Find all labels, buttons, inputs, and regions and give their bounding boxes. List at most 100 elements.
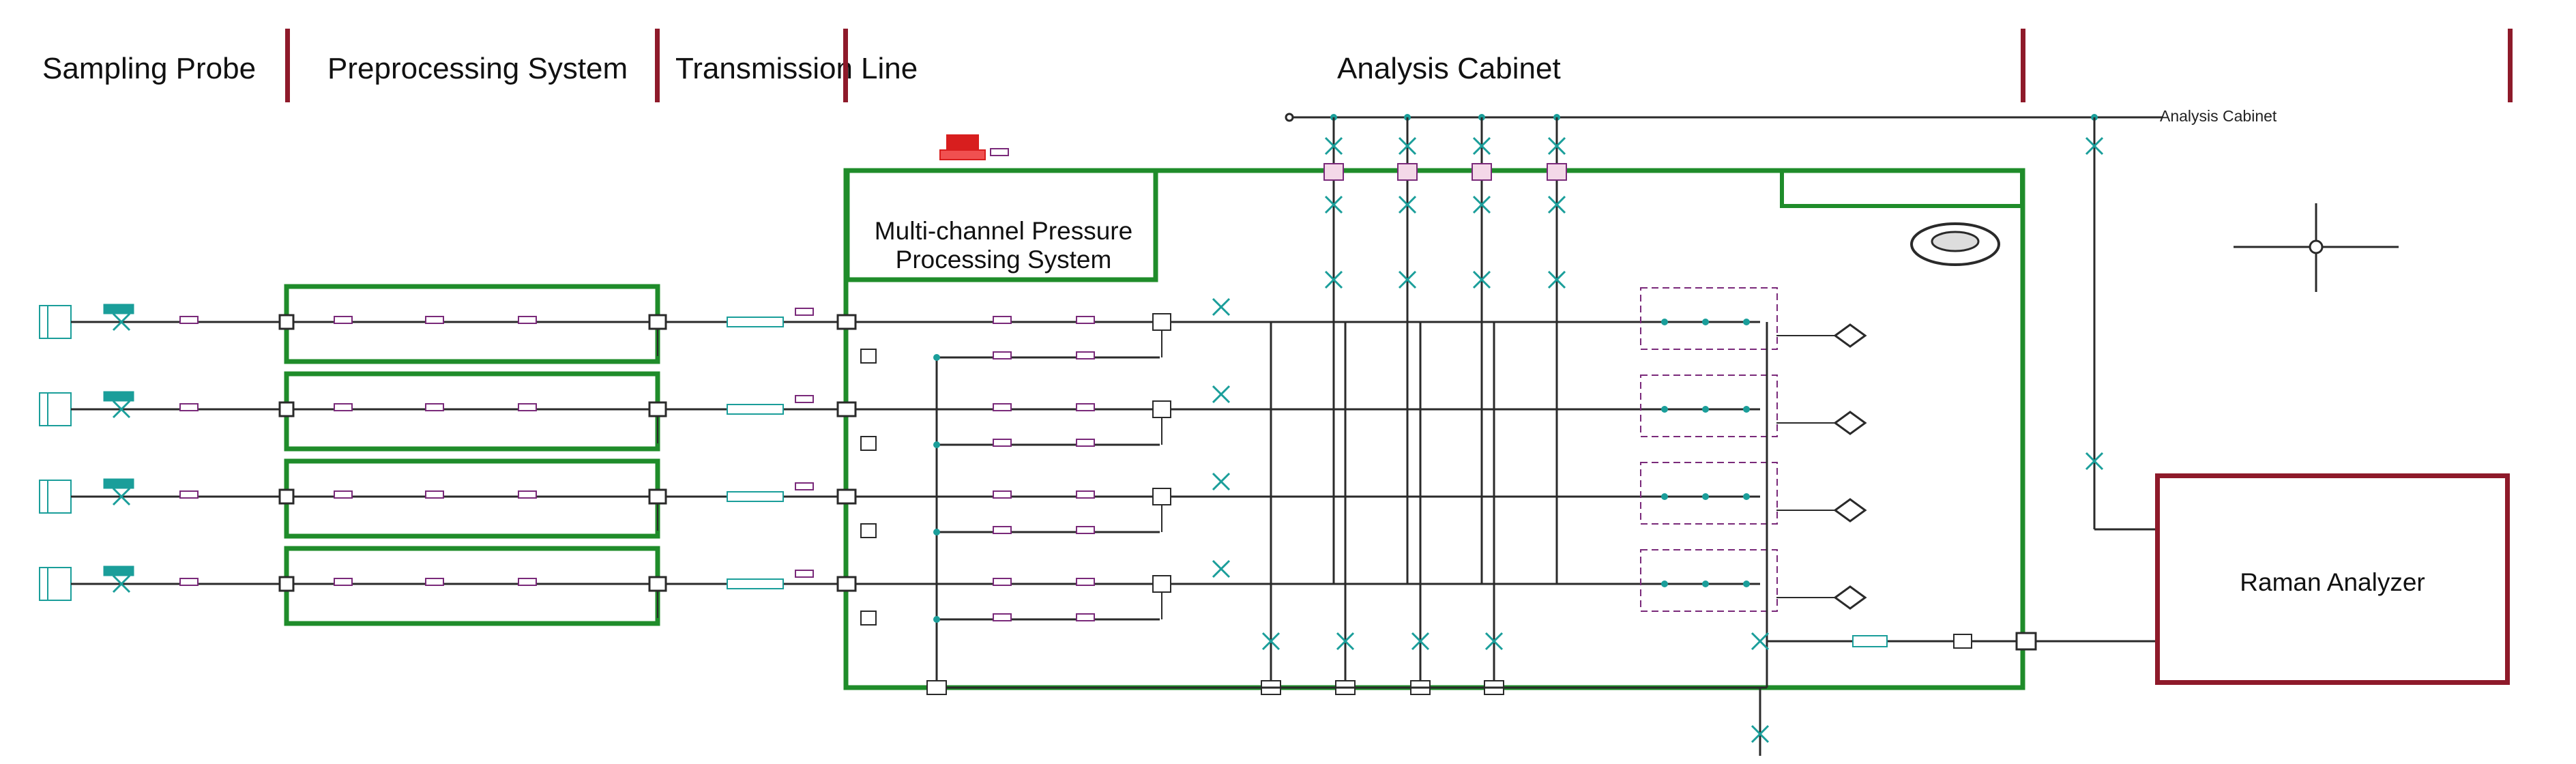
probe-valve-icon-1 bbox=[112, 312, 131, 332]
standard-gas-flange-1 bbox=[1323, 163, 1344, 181]
section-divider-5 bbox=[2508, 29, 2513, 102]
probe-box-inner-3 bbox=[47, 480, 72, 514]
pressure-system-box bbox=[845, 168, 1158, 282]
heat-trace-2 bbox=[727, 404, 784, 415]
cabinet-line-label: Analysis Cabinet bbox=[2160, 107, 2277, 125]
selector-valve-4 bbox=[1152, 575, 1171, 593]
cabinet-inlet-3 bbox=[836, 488, 857, 505]
standard-gas-valve-b-icon-1 bbox=[1324, 195, 1343, 214]
bypass-manifold-node-icon bbox=[933, 529, 940, 535]
manifold-valve-icon-3 bbox=[1411, 632, 1430, 651]
header-line: Line bbox=[861, 52, 918, 85]
camera-lens-icon bbox=[1931, 231, 1980, 252]
raman-analyzer-box[interactable]: Raman Analyzer bbox=[2155, 473, 2510, 685]
preprocessing-inlet-4 bbox=[278, 576, 295, 592]
stream-node-a-1 bbox=[1661, 319, 1668, 325]
regulator-tag-3 bbox=[425, 490, 444, 499]
standard-gas-valve-c-icon-4 bbox=[1547, 270, 1566, 289]
line-end-icon bbox=[1285, 113, 1294, 122]
bypass-tag-c-2 bbox=[993, 439, 1012, 447]
bypass-tag-b-2 bbox=[1076, 403, 1095, 411]
stream-node-c-1 bbox=[1743, 319, 1750, 325]
stream-node-b-1 bbox=[1702, 319, 1709, 325]
preprocessing-inlet-2 bbox=[278, 401, 295, 417]
probe-valve-handle-3 bbox=[103, 478, 134, 489]
preprocessing-inlet-1 bbox=[278, 314, 295, 330]
transmission-tag-1 bbox=[795, 308, 814, 316]
flowmeter-tag-2 bbox=[518, 403, 537, 411]
transmission-tag-4 bbox=[795, 570, 814, 578]
standard-gas-valve-icon-1 bbox=[1324, 136, 1343, 156]
relief-valve-base-icon bbox=[939, 149, 986, 160]
heat-trace-3 bbox=[727, 491, 784, 502]
bypass-tag-c-3 bbox=[993, 526, 1012, 534]
stream-node-b-3 bbox=[1702, 493, 1709, 500]
probe-tag-1 bbox=[179, 316, 199, 324]
outlet-diamond-icon-2 bbox=[1833, 411, 1867, 435]
stream-node-c-3 bbox=[1743, 493, 1750, 500]
bypass-tag-d-1 bbox=[1076, 351, 1095, 359]
channel-valve-icon-3 bbox=[1212, 472, 1231, 491]
pressure-system-label-line1: Multi-channel Pressure bbox=[874, 217, 1133, 245]
standard-gas-valve-c-icon-1 bbox=[1324, 270, 1343, 289]
bypass-manifold-node-icon bbox=[933, 616, 940, 623]
probe-valve-handle-2 bbox=[103, 391, 134, 402]
filter-tag-3 bbox=[334, 490, 353, 499]
section-divider-4 bbox=[2021, 29, 2025, 102]
stream-node-a-2 bbox=[1661, 406, 1668, 413]
outlet-diamond-icon-3 bbox=[1833, 498, 1867, 523]
vent-valve-icon bbox=[1751, 724, 1770, 744]
preprocessing-outlet-1 bbox=[648, 314, 667, 330]
bypass-manifold-node-icon bbox=[933, 354, 940, 361]
stream-switch-box-4 bbox=[1640, 549, 1778, 612]
regulator-tag-2 bbox=[425, 403, 444, 411]
transmission-tag-3 bbox=[795, 482, 814, 490]
heat-trace-4 bbox=[727, 578, 784, 589]
stream-node-b-4 bbox=[1702, 581, 1709, 587]
standard-gas-flange-4 bbox=[1547, 163, 1567, 181]
standard-gas-valve-b-icon-2 bbox=[1398, 195, 1417, 214]
cabinet-drain-2 bbox=[860, 436, 877, 451]
raman-analyzer-label: Raman Analyzer bbox=[2240, 568, 2425, 596]
transmission-tag-2 bbox=[795, 395, 814, 403]
heat-trace-1 bbox=[727, 317, 784, 327]
bypass-tag-b-1 bbox=[1076, 316, 1095, 324]
section-divider-1 bbox=[285, 29, 290, 102]
bypass-manifold-node-icon bbox=[933, 441, 940, 448]
bypass-tag-a-1 bbox=[993, 316, 1012, 324]
probe-valve-handle-1 bbox=[103, 304, 134, 314]
standard-gas-valve-b-icon-3 bbox=[1472, 195, 1491, 214]
selector-valve-2 bbox=[1152, 400, 1171, 418]
standard-gas-valve-c-icon-2 bbox=[1398, 270, 1417, 289]
relief-valve-icon bbox=[946, 134, 979, 151]
header-transmission: Transmission bbox=[675, 52, 853, 85]
probe-valve-handle-4 bbox=[103, 565, 134, 576]
preprocessing-inlet-3 bbox=[278, 488, 295, 505]
outlet-diamond-icon-4 bbox=[1833, 585, 1867, 610]
standard-gas-valve-icon-3 bbox=[1472, 136, 1491, 156]
preprocessing-outlet-2 bbox=[648, 401, 667, 417]
standard-gas-valve-icon-4 bbox=[1547, 136, 1566, 156]
analyzer-feed-filter bbox=[1852, 635, 1888, 647]
probe-box-inner-4 bbox=[47, 567, 72, 601]
cabinet-inlet-2 bbox=[836, 401, 857, 417]
standard-gas-valve-b-icon-4 bbox=[1547, 195, 1566, 214]
regulator-tag-4 bbox=[425, 578, 444, 586]
channel-valve-icon-2 bbox=[1212, 385, 1231, 404]
probe-valve-icon-2 bbox=[112, 400, 131, 419]
crosshair-center-icon bbox=[2309, 239, 2324, 254]
cabinet-bottom-outlet bbox=[926, 680, 947, 695]
outlet-diamond-icon-1 bbox=[1833, 323, 1867, 348]
analyzer-feed-tag bbox=[1953, 634, 1972, 649]
standard-gas-valve-c-icon-3 bbox=[1472, 270, 1491, 289]
stream-switch-box-2 bbox=[1640, 374, 1778, 437]
section-divider-2 bbox=[655, 29, 660, 102]
preprocessing-outlet-3 bbox=[648, 488, 667, 505]
filter-tag-4 bbox=[334, 578, 353, 586]
bypass-tag-d-2 bbox=[1076, 439, 1095, 447]
stream-switch-box-1 bbox=[1640, 287, 1778, 350]
cabinet-inlet-4 bbox=[836, 576, 857, 592]
stream-node-a-4 bbox=[1661, 581, 1668, 587]
